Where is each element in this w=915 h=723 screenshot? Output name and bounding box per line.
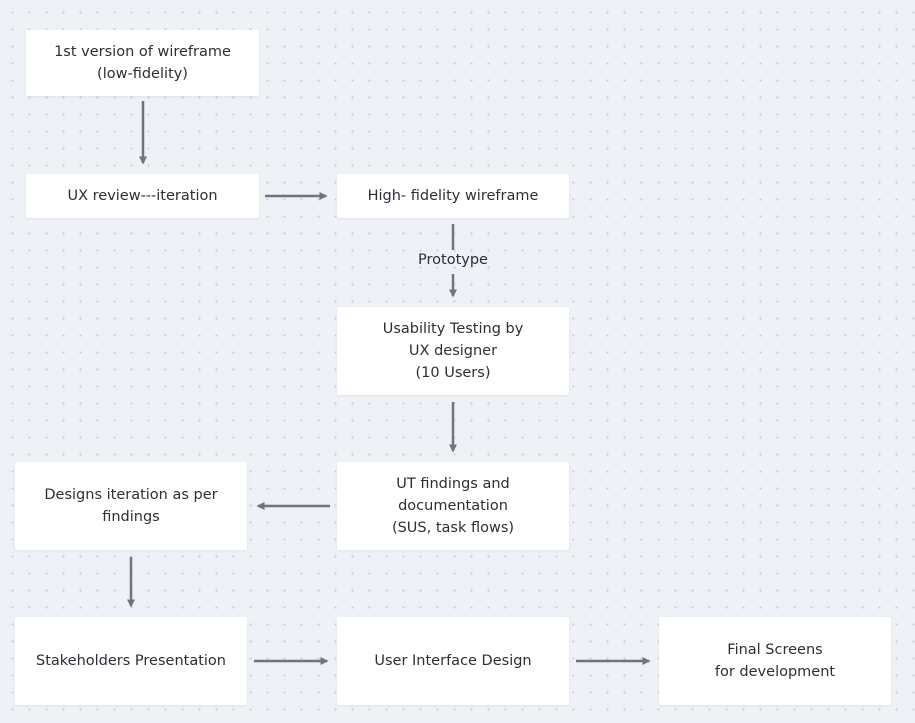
node-wireframe-v1[interactable]: 1st version of wireframe (low-fidelity) (26, 30, 259, 96)
node-text-line: High- fidelity wireframe (367, 188, 539, 204)
node-text-line: Final Screens (727, 642, 823, 658)
node-text-line: Stakeholders Presentation (36, 653, 226, 669)
node-usability-testing[interactable]: Usability Testing by UX designer (10 Use… (337, 307, 569, 395)
node-text-line: (low-fidelity) (97, 66, 188, 82)
node-stakeholders[interactable]: Stakeholders Presentation (15, 617, 247, 705)
node-text-line: for development (714, 664, 836, 680)
node-text-line: UX designer (408, 343, 498, 359)
node-text-line: 1st version of wireframe (54, 44, 231, 60)
node-designs-iteration[interactable]: Designs iteration as per findings (15, 462, 247, 550)
node-text-line: documentation (398, 498, 508, 514)
edge-label-prototype: Prototype (418, 252, 488, 268)
node-ut-findings[interactable]: UT findings and documentation (SUS, task… (337, 462, 569, 550)
node-final-screens[interactable]: Final Screens for development (659, 617, 891, 705)
node-text-line: findings (102, 509, 160, 525)
node-text-line: Designs iteration as per (44, 487, 218, 503)
node-text-line: Usability Testing by (382, 321, 524, 337)
node-text-line: (10 Users) (415, 365, 491, 381)
node-text-line: UX review---iteration (67, 188, 218, 204)
node-ui-design[interactable]: User Interface Design (337, 617, 569, 705)
node-text-line: UT findings and (396, 476, 510, 492)
node-ux-review[interactable]: UX review---iteration (26, 174, 259, 218)
node-hifi-wireframe[interactable]: High- fidelity wireframe (337, 174, 569, 218)
node-text-line: User Interface Design (374, 653, 532, 669)
node-text-line: (SUS, task flows) (391, 520, 515, 536)
